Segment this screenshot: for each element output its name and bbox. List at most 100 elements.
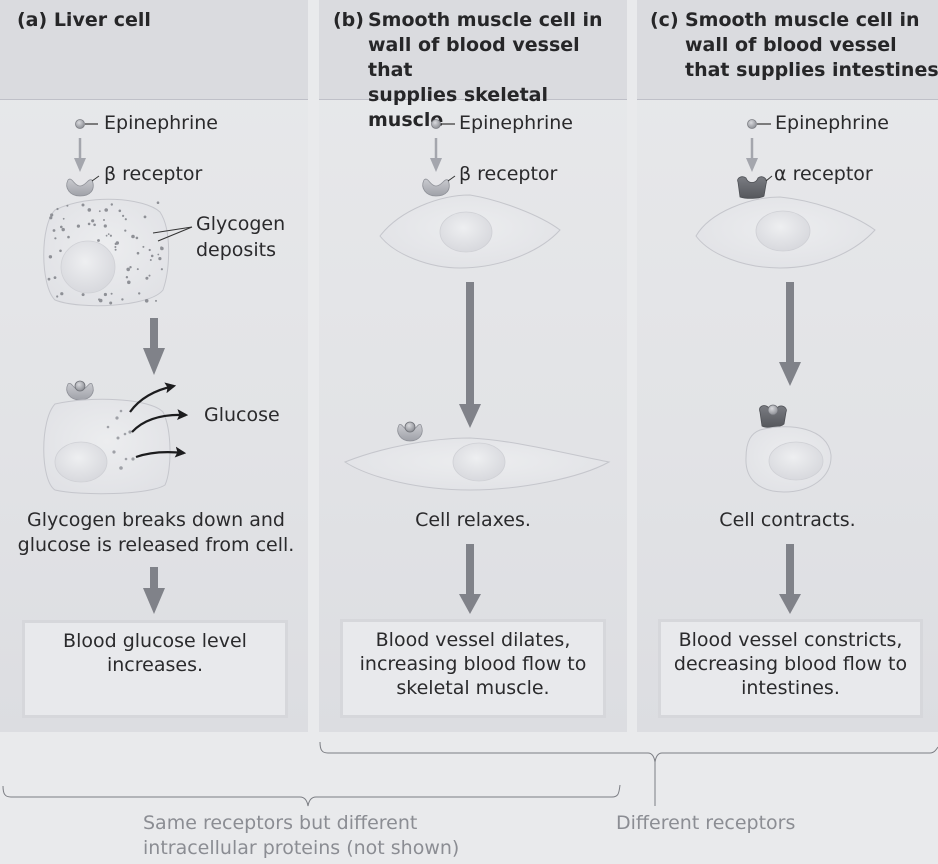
outcome-line: Blood glucose level bbox=[63, 630, 247, 652]
nucleus-shape bbox=[768, 441, 824, 481]
different-receptors-label: Different receptors bbox=[616, 812, 796, 834]
glycogen-dot bbox=[60, 292, 64, 296]
caption-line: glucose is released from cell. bbox=[17, 534, 295, 556]
glycogen-dot bbox=[155, 299, 157, 302]
glycogen-dot bbox=[81, 293, 85, 297]
glycogen-dot bbox=[143, 215, 147, 219]
process-arrow-icon bbox=[779, 282, 801, 386]
glycogen-dot bbox=[50, 213, 54, 217]
bound-alpha-receptor-icon bbox=[759, 404, 787, 428]
glycogen-dot bbox=[56, 295, 59, 298]
glycogen-dot bbox=[54, 237, 57, 240]
epinephrine-ligand-icon bbox=[431, 119, 455, 129]
glucose-dots bbox=[106, 409, 135, 470]
glycogen-dot bbox=[98, 210, 101, 213]
binding-arrow-icon bbox=[746, 138, 758, 172]
glycogen-dot bbox=[136, 251, 140, 255]
glycogen-dot bbox=[98, 298, 103, 303]
deposits-label: deposits bbox=[196, 239, 276, 261]
panel-header: (a) Liver cell bbox=[0, 0, 308, 100]
glycogen-dot bbox=[138, 292, 141, 295]
outcome-line: Blood vessel dilates, bbox=[375, 629, 571, 651]
liver-cell-releasing-shape bbox=[43, 398, 171, 495]
panel-title-line: Smooth muscle cell in bbox=[685, 9, 920, 31]
outcome-line: skeletal muscle. bbox=[396, 677, 550, 699]
alpha-receptor-icon bbox=[737, 176, 767, 199]
glycogen-dot bbox=[124, 218, 127, 221]
glycogen-dot bbox=[136, 268, 139, 271]
receptor-label: β receptor bbox=[104, 163, 203, 185]
panel-tag: (c) bbox=[650, 9, 679, 31]
glycogen-dot bbox=[121, 298, 124, 301]
glycogen-dot bbox=[76, 224, 80, 228]
glycogen-dot bbox=[110, 203, 114, 206]
glucose-release-arrows bbox=[129, 382, 189, 459]
bracket-label-line: intracellular proteins (not shown) bbox=[143, 837, 460, 859]
glycogen-dot bbox=[158, 257, 162, 261]
panel-title-line: that supplies intestines bbox=[685, 59, 938, 81]
glycogen-dot bbox=[52, 229, 56, 232]
epinephrine-ligand-icon bbox=[747, 119, 771, 129]
bound-beta-receptor-icon bbox=[66, 380, 94, 401]
caption-line: Cell contracts. bbox=[719, 509, 856, 531]
epinephrine-label: Epinephrine bbox=[459, 112, 573, 134]
cell-response-caption: Cell relaxes. bbox=[319, 508, 627, 533]
glycogen-dot bbox=[157, 253, 160, 256]
glycogen-dot bbox=[127, 280, 131, 285]
nucleus-shape bbox=[54, 441, 108, 483]
process-arrow-icon bbox=[143, 318, 165, 375]
glycogen-dot bbox=[131, 234, 135, 239]
glycogen-dot bbox=[114, 246, 117, 248]
bound-beta-receptor-icon bbox=[397, 421, 423, 442]
glycogen-dot bbox=[48, 255, 53, 259]
cell-response-caption: Glycogen breaks down and glucose is rele… bbox=[0, 508, 312, 558]
panel-smooth-muscle-intestines: (c) Smooth muscle cell in wall of blood … bbox=[637, 0, 938, 732]
glycogen-dot bbox=[103, 292, 107, 297]
panel-title-line: wall of blood vessel that bbox=[368, 34, 580, 81]
outcome-line: increasing blood flow to bbox=[359, 653, 587, 675]
epinephrine-label: Epinephrine bbox=[775, 112, 889, 134]
glycogen-dot bbox=[122, 214, 125, 217]
glycogen-dot bbox=[150, 254, 154, 258]
bracket-different-receptors bbox=[319, 741, 938, 763]
same-receptors-label: Same receptors but different intracellul… bbox=[143, 811, 459, 861]
epinephrine-label: Epinephrine bbox=[104, 112, 218, 134]
cell-response-caption: Cell contracts. bbox=[637, 508, 938, 533]
panel-title-text: Liver cell bbox=[53, 9, 151, 31]
glycogen-dot bbox=[87, 208, 92, 212]
panel-title-line: Smooth muscle cell in bbox=[368, 9, 603, 31]
glycogen-dot bbox=[109, 301, 113, 305]
glycogen-dot bbox=[91, 219, 95, 223]
glycogen-dot bbox=[129, 266, 132, 269]
glycogen-dot bbox=[66, 204, 69, 207]
nucleus-shape bbox=[755, 210, 811, 252]
panel-title-line: wall of blood vessel bbox=[685, 34, 897, 56]
glycogen-dot bbox=[160, 268, 163, 271]
panel-title: (a) Liver cell bbox=[17, 8, 151, 33]
nucleus-shape bbox=[60, 240, 116, 294]
glycogen-label: Glycogen bbox=[196, 213, 286, 235]
glycogen-dot bbox=[60, 225, 63, 229]
glycogen-dot bbox=[114, 248, 117, 251]
outcome-line: increases. bbox=[106, 654, 204, 676]
panel-tag: (a) bbox=[17, 9, 48, 31]
process-arrow-icon bbox=[143, 567, 165, 614]
glycogen-dot bbox=[93, 223, 96, 227]
glycogen-dot bbox=[148, 274, 151, 277]
glycogen-dot bbox=[110, 292, 113, 295]
panel-title: (c) Smooth muscle cell in wall of blood … bbox=[650, 8, 938, 83]
glycogen-dot bbox=[160, 246, 164, 251]
glycogen-dot bbox=[81, 203, 85, 207]
glycogen-dot bbox=[135, 236, 139, 240]
bracket-label-line: Same receptors but different bbox=[143, 812, 418, 834]
beta-receptor-icon bbox=[66, 178, 94, 197]
caption-line: Cell relaxes. bbox=[415, 509, 531, 531]
glycogen-dot bbox=[124, 229, 127, 232]
glycogen-dot bbox=[109, 234, 112, 237]
glycogen-dot bbox=[145, 276, 149, 280]
glycogen-dot bbox=[148, 248, 151, 252]
outcome-box: Blood vessel dilates, increasing blood f… bbox=[340, 619, 606, 718]
glycogen-dot bbox=[67, 235, 70, 239]
outcome-box: Blood glucose level increases. bbox=[22, 620, 288, 718]
